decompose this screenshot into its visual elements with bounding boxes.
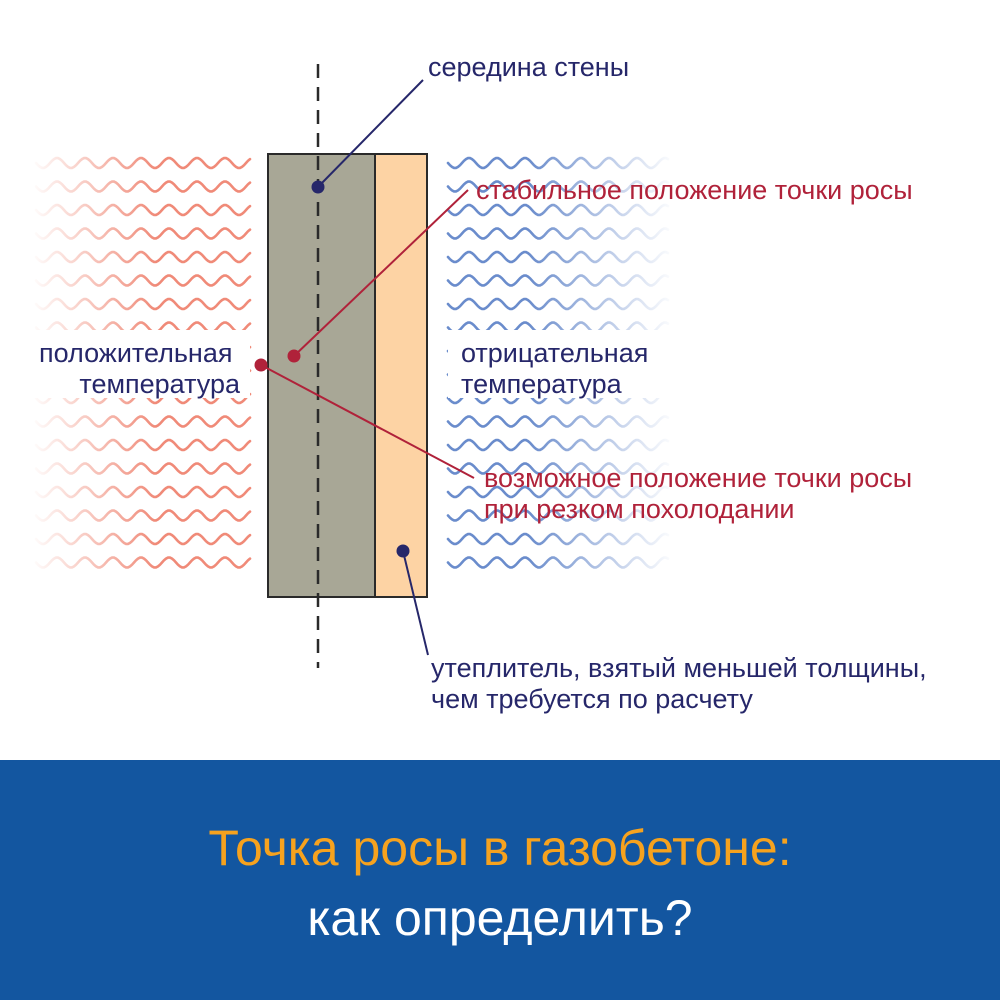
possible-dew-point-label: возможное положение точки росы при резко… [484,463,920,524]
positive-temp-line-1: положительная [39,338,233,368]
banner-title: Точка росы в газобетоне: [208,820,792,876]
insulation-leader [402,550,429,656]
insulation-dot [396,544,410,558]
negative-temp-line-2: температура [461,369,623,399]
negative-temp-line-1: отрицательная [461,338,648,368]
possible-dew-point-dot [254,358,268,372]
stable-dew-point-dot [287,349,301,363]
negative-temp-label: отрицательная температура [461,338,656,399]
dew-point-diagram: середина стены стабильное положение точк… [15,52,934,714]
positive-temp-label: положительная температура [39,338,241,399]
wall-middle-dot [311,180,325,194]
possible-dew-point-leader [260,364,475,479]
insulation-note-line-1: утеплитель, взятый меньшей толщины, [431,653,927,683]
positive-temp-label-bg [15,330,250,398]
stable-dew-point-label: стабильное положение точки росы [476,175,913,205]
possible-dew-point-line-1: возможное положение точки росы [484,463,912,493]
insulation-note-line-2: чем требуется по расчету [431,684,753,714]
wall-middle-leader [317,79,424,188]
wall-middle-label: середина стены [428,52,629,82]
banner-subtitle: как определить? [307,890,693,946]
title-banner: Точка росы в газобетоне: как определить? [0,760,1000,1000]
insulation-layer [374,153,428,598]
gas-concrete-wall [267,153,376,598]
stable-dew-point-leader [293,189,469,357]
possible-dew-point-line-2: при резком похолодании [484,494,795,524]
negative-temp-label-bg [448,330,683,398]
insulation-note-label: утеплитель, взятый меньшей толщины, чем … [431,653,934,714]
positive-temp-line-2: температура [79,369,241,399]
